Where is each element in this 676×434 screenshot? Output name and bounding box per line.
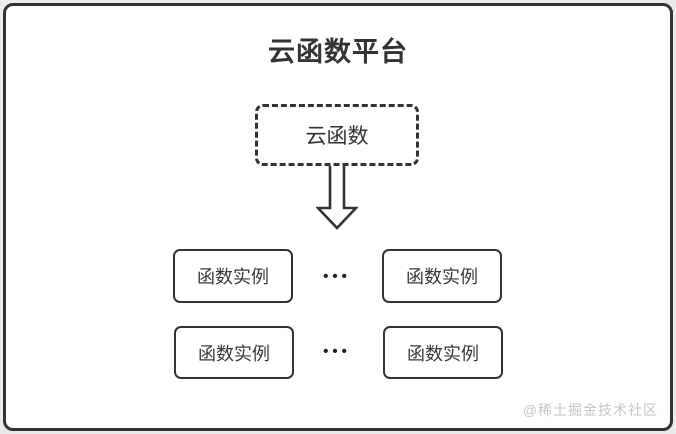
- cloud-function-label: 云函数: [305, 125, 369, 148]
- cloud-function-node: 云函数: [255, 104, 419, 166]
- ellipsis-row2: •••: [323, 343, 351, 360]
- diagram-frame: 云函数平台 云函数 函数实例 ••• 函数实例 函数实例 ••• 函数实例 @稀…: [3, 3, 673, 431]
- function-instance-node: 函数实例: [383, 326, 503, 379]
- function-instance-label: 函数实例: [198, 343, 270, 364]
- function-instance-node: 函数实例: [382, 249, 502, 303]
- function-instance-label: 函数实例: [406, 267, 478, 287]
- down-arrow-icon: [316, 166, 358, 230]
- function-instance-label: 函数实例: [197, 267, 269, 287]
- function-instance-node: 函数实例: [173, 249, 293, 303]
- ellipsis-row1: •••: [323, 268, 351, 285]
- function-instance-node: 函数实例: [174, 326, 294, 379]
- function-instance-label: 函数实例: [407, 343, 479, 364]
- watermark-text: @稀土掘金技术社区: [522, 402, 658, 418]
- diagram-title: 云函数平台: [268, 37, 408, 67]
